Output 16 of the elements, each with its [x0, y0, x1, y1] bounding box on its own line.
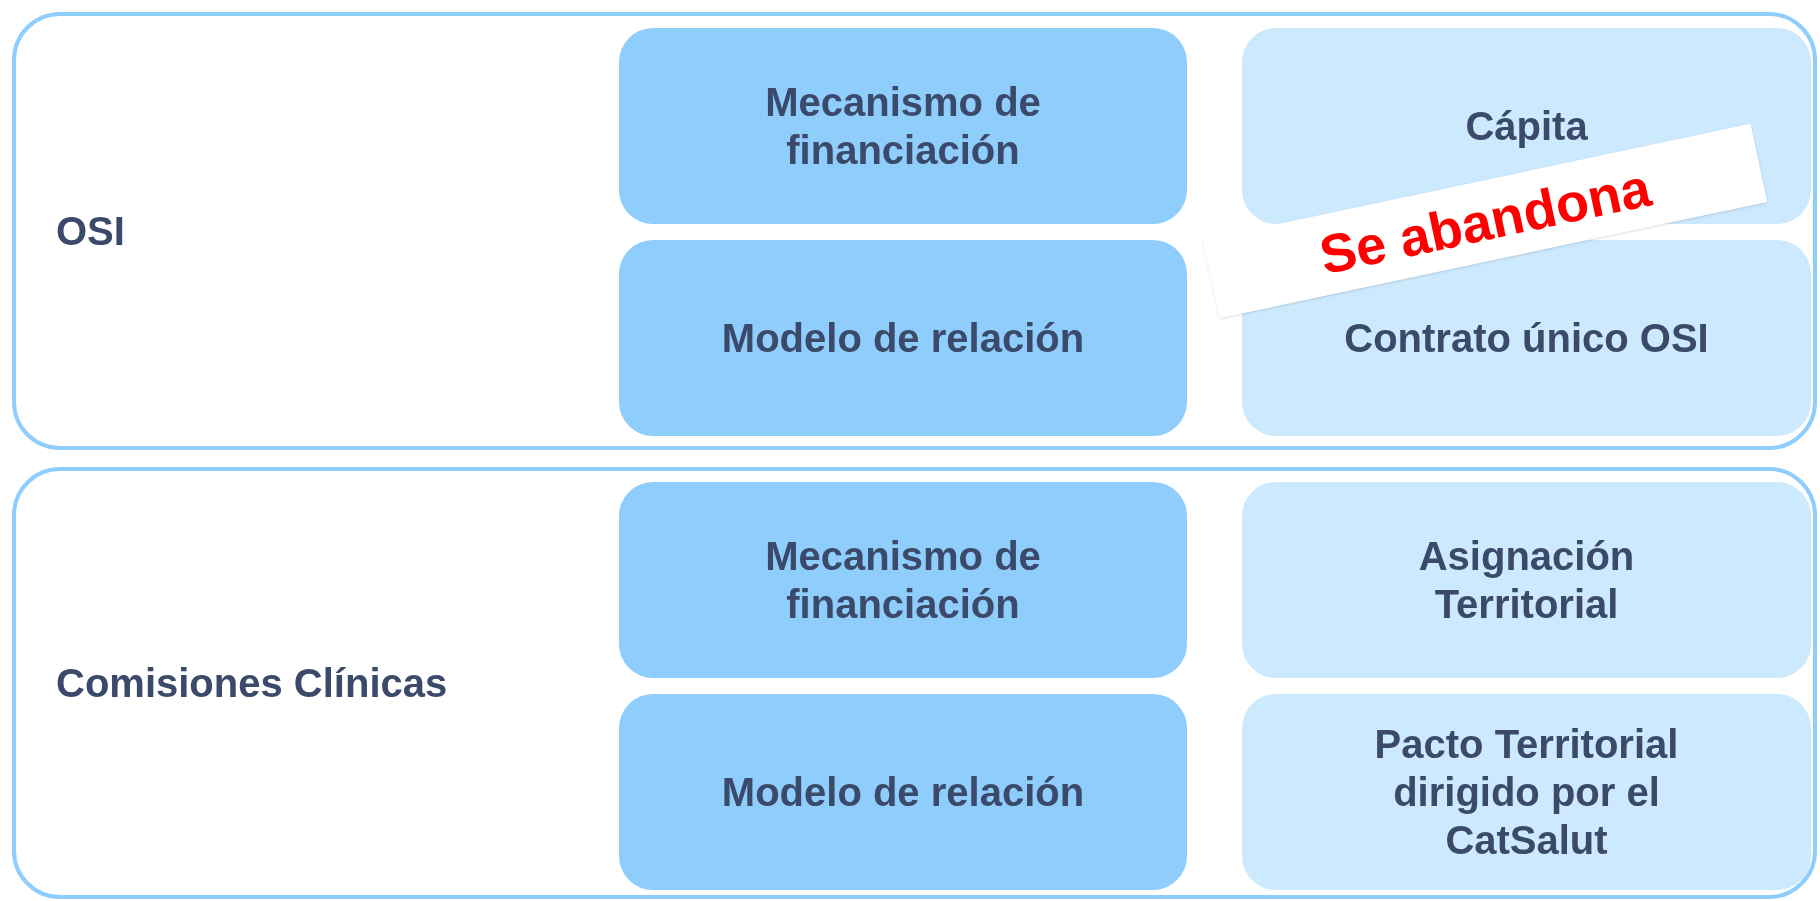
band-label: OSI: [56, 208, 125, 255]
box-label: Asignación Territorial: [1417, 533, 1636, 628]
box-label: Mecanismo de financiación: [764, 79, 1042, 174]
category-box: [619, 240, 1187, 436]
box-label: Pacto Territorial dirigido por el CatSalut: [1373, 721, 1680, 864]
category-box: [1242, 482, 1811, 678]
band-label: Comisiones Clínicas: [56, 660, 448, 707]
box-label: Modelo de relación: [721, 315, 1085, 362]
category-box: [619, 482, 1187, 678]
box-label: Modelo de relación: [721, 769, 1085, 816]
category-box: [619, 694, 1187, 890]
box-label: Mecanismo de financiación: [764, 533, 1042, 628]
group-band: [12, 12, 1817, 450]
category-box: [619, 28, 1187, 224]
group-band: [12, 467, 1817, 899]
category-box: [1242, 694, 1811, 890]
